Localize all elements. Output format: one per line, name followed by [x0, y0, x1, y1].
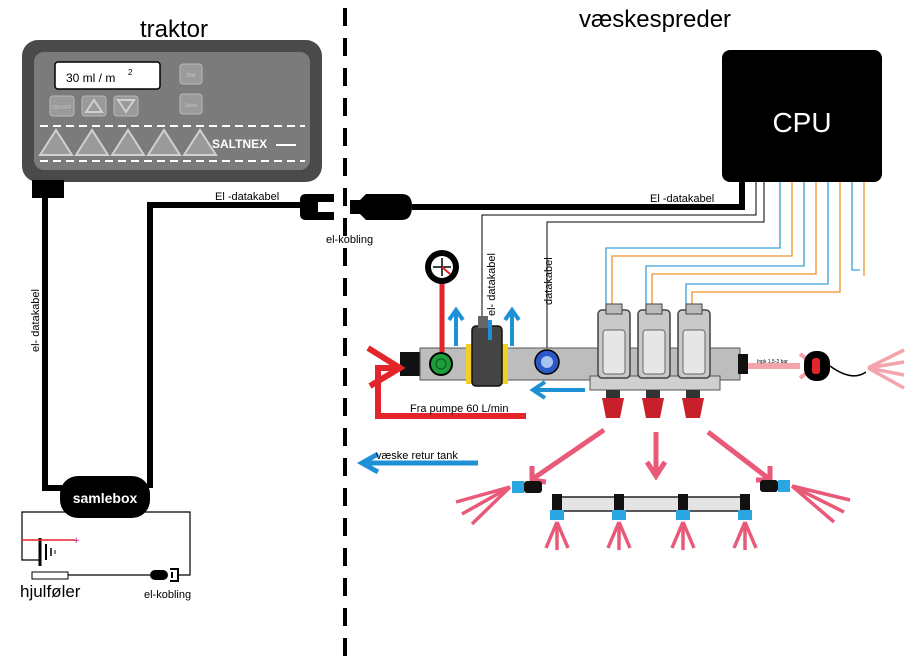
bottom-coupling-socket [170, 568, 179, 582]
arrow-down-icon [116, 99, 136, 114]
flow-meter [471, 325, 503, 387]
side-nozzle-left [512, 481, 542, 493]
label-el-datakabel-vertical-left: el- datakabel [30, 289, 42, 352]
outlet-fitting [738, 354, 748, 374]
battery-icon: + [22, 535, 79, 566]
seed-button-label: Seed [185, 103, 197, 109]
section-triangle-icon-1[interactable] [38, 128, 74, 156]
dist-button[interactable] [179, 63, 203, 85]
regulation-valve-inner [435, 358, 447, 370]
label-datakabel-vertical: datakabel [543, 257, 555, 305]
wire-battery [21, 511, 66, 561]
pink-arrow-right [706, 430, 773, 483]
spray-boom [552, 496, 750, 512]
label-hjulfoler: hjulføler [20, 582, 81, 601]
side-nozzle-right [760, 480, 790, 492]
section-valve-1 [597, 303, 631, 379]
label-vaeske-retur: væske retur tank [376, 450, 458, 462]
wheel-sensor [31, 571, 69, 580]
label-inlet-pressure: Inpk 1,5-2 bar [757, 359, 788, 365]
boom-nozzles [550, 494, 752, 520]
valve-wires [605, 182, 865, 312]
blue-return-arrow-manifold [529, 380, 585, 400]
coupling-plug [350, 194, 412, 220]
label-fra-pumpe: Fra pumpe 60 L/min [410, 403, 508, 415]
datakabel-to-flowmeter [481, 182, 757, 320]
controller-connector [32, 180, 64, 198]
flow-meter-cap [478, 316, 488, 328]
controller-display [54, 61, 161, 90]
cable-samlebox-to-coupling [147, 202, 306, 488]
section-valve-2 [637, 303, 671, 379]
cable-coupling-to-cpu [412, 178, 745, 210]
side-spray-right [790, 484, 851, 524]
valve-outlets [602, 390, 704, 418]
pink-arrow-center [644, 432, 668, 481]
boom-nozzle-4 [738, 494, 752, 520]
label-el-datakabel-vertical-mid: el- datakabel [486, 253, 498, 316]
regulation-valve [429, 352, 453, 376]
check-valve-wire [829, 365, 867, 377]
label-el-datakabel-right: El -datakabel [650, 193, 714, 205]
manifold [400, 303, 748, 418]
cable-controller-to-samlebox [42, 198, 62, 491]
coupling-socket [300, 194, 334, 220]
boom-nozzle-1 [550, 494, 564, 520]
samlebox-label: samlebox [73, 490, 138, 506]
pressure-sensor-inner [541, 356, 553, 368]
yellow-ring-right [502, 344, 508, 384]
side-spray-left [455, 485, 512, 526]
boom-nozzle-2 [612, 494, 626, 520]
section-title-tractor: traktor [140, 16, 208, 43]
pink-arrow-left [529, 427, 606, 485]
section-triangle-icon-4[interactable] [146, 128, 182, 156]
boom-nozzle-3 [676, 494, 690, 520]
brand-label: SALTNEX [212, 137, 267, 151]
check-valve-core [812, 358, 820, 374]
section-valve-3 [677, 303, 711, 379]
display-superscript: 2 [128, 68, 133, 77]
samlebox [60, 476, 150, 518]
arrow-up-icon [84, 98, 104, 113]
display-value: 30 ml / m [66, 71, 115, 85]
cpu-label: CPU [772, 107, 831, 138]
section-triangle-icon-2[interactable] [74, 128, 110, 156]
wire-sensor-loop [140, 511, 191, 576]
boom-spray-fans [544, 521, 758, 550]
inlet-fan-lines [867, 348, 905, 390]
bottom-coupling-plug [150, 570, 168, 580]
inlet-fitting [400, 352, 422, 376]
seed-button[interactable] [179, 93, 203, 115]
controller-unit: 30 ml / m 2 ON-OFF Dist Seed SALTNEX [22, 40, 322, 182]
onoff-button[interactable] [49, 95, 75, 117]
label-el-kobling-center: el-kobling [326, 234, 373, 246]
blue-up-arrow-2 [503, 306, 521, 346]
label-el-kobling-bottom: el-kobling [144, 589, 191, 601]
blue-return-tank-arrow [356, 451, 478, 475]
blue-up-arrow-1 [447, 306, 465, 346]
cpu-box [722, 50, 882, 182]
yellow-ring-left [466, 344, 472, 384]
section-triangle-icon-3[interactable] [110, 128, 146, 156]
dist-button-label: Dist [187, 73, 196, 79]
label-el-datakabel-top: El -datakabel [215, 191, 279, 203]
gauge-needle [441, 266, 451, 275]
svg-text:+: + [73, 535, 79, 547]
red-pump-pipe [375, 365, 526, 419]
section-triangle-icon-5[interactable] [182, 128, 218, 156]
onoff-button-label: ON-OFF [52, 105, 71, 111]
section-title-sprayer: væskespreder [579, 6, 731, 33]
red-inlet-arrow [366, 345, 406, 389]
datakabel-to-sensor [546, 182, 765, 352]
